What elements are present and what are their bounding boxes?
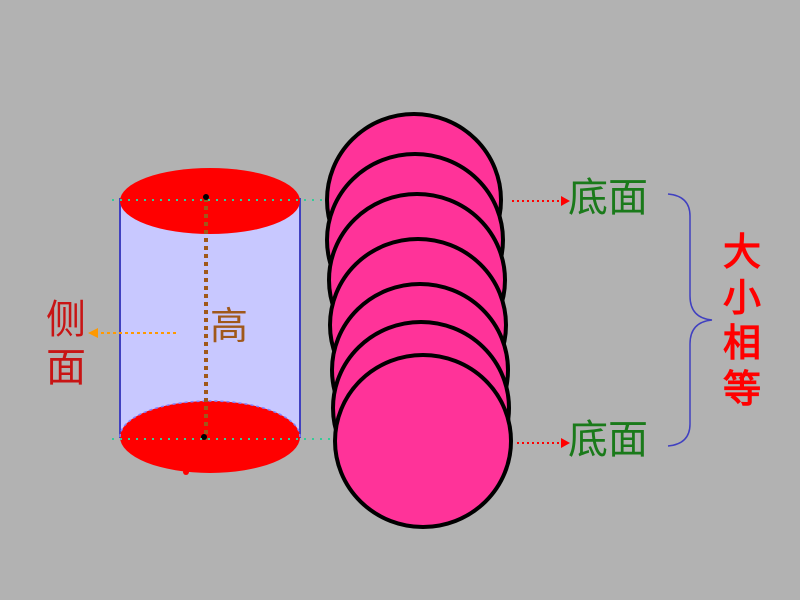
bottom-base-back-rim: [119, 400, 301, 438]
top-base-label: 底面: [568, 175, 648, 221]
side-arrow-head: [88, 328, 98, 338]
brace: [667, 193, 713, 447]
disc-stack: [325, 112, 513, 529]
bottom-center-dot: [201, 434, 207, 440]
top-pointer-head: [561, 196, 570, 206]
bottom-base-tick: [183, 469, 189, 475]
bottom-pointer-head: [561, 438, 570, 448]
bottom-base-label: 底面: [568, 417, 648, 463]
disc-7: [333, 353, 513, 529]
bottom-base-ellipse: [120, 401, 300, 473]
equal-size-label: 大小相等: [722, 230, 761, 411]
cylinder-body: [120, 198, 300, 438]
height-label: 高: [210, 304, 249, 348]
side-label: 侧面: [46, 297, 86, 391]
top-center-dot: [203, 194, 209, 200]
